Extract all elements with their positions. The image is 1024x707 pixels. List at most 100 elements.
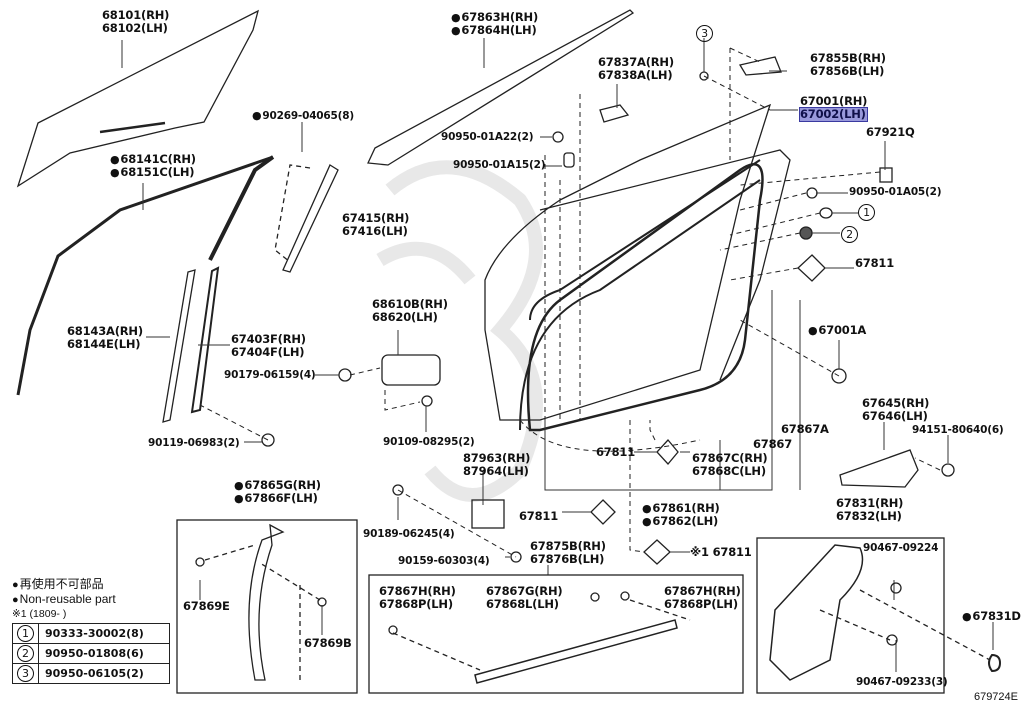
part-number-lh[interactable]: 67876B(LH) (530, 552, 605, 566)
part-label-weatherstrip-67867[interactable]: 67867 (753, 437, 793, 451)
part-label-nut-94151[interactable]: 94151-80640(6) (912, 424, 1004, 436)
part-label-seal-67811-top[interactable]: 67811 (855, 256, 895, 270)
part-label-weatherstrip-67861[interactable]: 67861(RH) 67862(LH) (642, 502, 720, 528)
part-number-lh[interactable]: 67868L(LH) (486, 597, 559, 611)
part-label-cover[interactable]: 67855B(RH) 67856B(LH) (810, 52, 886, 78)
part-label-grommet-67001a[interactable]: 67001A (808, 324, 866, 337)
part-number-lh[interactable]: 67856B(LH) (810, 64, 885, 78)
part-number-lh[interactable]: 67866F(LH) (234, 492, 321, 505)
part-number-lh-highlighted[interactable]: 67002(LH) (798, 107, 869, 122)
part-number-rh[interactable]: 68101(RH) (102, 8, 170, 22)
rear-channel-part[interactable] (282, 164, 339, 273)
door-weatherstrip-part[interactable] (526, 163, 764, 432)
part-label-sash[interactable]: 68143A(RH) 68144E(LH) (67, 325, 143, 351)
part-label-bracket[interactable]: 67837A(RH) 67838A(LH) (598, 56, 674, 82)
part-number-rh[interactable]: 67837A(RH) (598, 55, 674, 69)
part-number-lh[interactable]: 67416(LH) (342, 224, 408, 238)
part-number-lh[interactable]: 68151C(LH) (110, 166, 196, 179)
part-label-seal-67921[interactable]: 67921Q (866, 125, 915, 139)
part-number-lh[interactable]: 67646(LH) (862, 409, 928, 423)
part-label-frame-moulding[interactable]: 67863H(RH) 67864H(LH) (451, 11, 538, 37)
part-number-rh[interactable]: 87963(RH) (463, 451, 531, 465)
part-number-lh[interactable]: 67868P(LH) (664, 597, 738, 611)
part-number-rh[interactable]: 67415(RH) (342, 211, 410, 225)
part-label-door-panel[interactable]: 67001(RH) 67002(LH) (798, 94, 869, 122)
kit-callout-2[interactable]: 2 (841, 226, 858, 243)
part-number-rh[interactable]: 67861(RH) (642, 502, 719, 515)
kit-callout-1[interactable]: 1 (858, 204, 875, 221)
part-label-clip-67867h-left[interactable]: 67867H(RH) 67868P(LH) (379, 585, 456, 611)
part-label-clip-67869e[interactable]: 67869E (183, 599, 230, 613)
part-label-seal-67811-mid[interactable]: 67811 (596, 445, 636, 459)
speaker-part[interactable] (471, 499, 505, 529)
part-label-clip-67867c[interactable]: 67867C(RH) 67868C(LH) (692, 451, 768, 478)
part-label-clip-67869b[interactable]: 67869B (304, 636, 352, 650)
door-glass-part[interactable] (16, 9, 259, 188)
part-label-screw-90467-09224[interactable]: 90467-09224 (863, 542, 939, 554)
part-label-speaker[interactable]: 87963(RH) 87964(LH) (463, 452, 530, 478)
part-label-channel[interactable]: 67403F(RH) 67404F(LH) (231, 333, 306, 359)
kit-part-number[interactable]: 90333-30002(8) (38, 623, 170, 644)
part-number-rh[interactable]: 67867C(RH) (692, 451, 768, 465)
part-label-plug-01a15[interactable]: 90950-01A15(2) (453, 159, 546, 171)
part-label-clip-90269[interactable]: 90269-04065(8) (252, 109, 354, 123)
part-label-seal-67811-low[interactable]: 67811 (519, 509, 559, 523)
part-label-seal-67811-x1[interactable]: ※1 67811 (690, 545, 752, 559)
run-channel-part[interactable] (16, 155, 274, 396)
part-label-rear-channel[interactable]: 67415(RH) 67416(LH) (342, 212, 409, 238)
part-label-weatherstrip-67867a[interactable]: 67867A (781, 422, 829, 436)
part-number-rh[interactable]: 67831(RH) (836, 496, 904, 510)
part-label-regulator[interactable]: 68610B(RH) 68620(LH) (372, 298, 448, 324)
part-label-clip-67867g[interactable]: 67867G(RH) 67868L(LH) (486, 584, 563, 611)
service-hole-cover-part[interactable] (769, 544, 864, 681)
part-number-lh[interactable]: 68620(LH) (372, 310, 438, 324)
part-label-service-cover[interactable]: 67831(RH) 67832(LH) (836, 497, 903, 523)
part-number-lh[interactable]: 67832(LH) (836, 509, 902, 523)
part-label-grommet-67831d[interactable]: 67831D (962, 610, 1021, 623)
frame-moulding-part[interactable] (367, 9, 635, 166)
part-number-lh[interactable]: 67864H(LH) (451, 24, 538, 37)
part-number-rh[interactable]: 67645(RH) (862, 396, 930, 410)
part-label-bolt-90119[interactable]: 90119-06983(2) (148, 437, 240, 449)
part-number-rh[interactable]: 67865G(RH) (234, 479, 321, 492)
part-number-lh[interactable]: 87964(LH) (463, 464, 529, 478)
part-label-plug-01a22[interactable]: 90950-01A22(2) (441, 131, 534, 143)
hinge-cover-part[interactable] (839, 449, 919, 488)
part-label-hinge-cover[interactable]: 67645(RH) 67646(LH) (862, 397, 929, 423)
part-number-rh[interactable]: 67867G(RH) (486, 584, 563, 598)
part-label-glass[interactable]: 68101(RH) 68102(LH) (102, 9, 169, 35)
part-label-screw-90467-09233[interactable]: 90467-09233(3) (856, 676, 948, 688)
part-number-lh[interactable]: 68144E(LH) (67, 337, 141, 351)
part-number-rh[interactable]: 67001(RH) (800, 94, 868, 108)
part-number-rh[interactable]: 67855B(RH) (810, 51, 886, 65)
sash-part[interactable] (162, 269, 196, 423)
part-label-plug-01a05[interactable]: 90950-01A05(2) (849, 186, 942, 198)
part-number-rh[interactable]: 67403F(RH) (231, 332, 306, 346)
channel-part[interactable] (190, 266, 220, 414)
part-label-belt-moulding[interactable]: 67865G(RH) 67866F(LH) (234, 479, 321, 505)
part-number-lh[interactable]: 67838A(LH) (598, 68, 673, 82)
part-number-rh[interactable]: 67867H(RH) (664, 584, 741, 598)
kit-part-number[interactable]: 90950-01808(6) (38, 643, 170, 664)
part-label-bolt-90109[interactable]: 90109-08295(2) (383, 436, 475, 448)
part-label-lower-moulding[interactable]: 67875B(RH) 67876B(LH) (530, 540, 606, 566)
part-number-rh[interactable]: 68141C(RH) (110, 153, 196, 166)
regulator-part[interactable] (381, 354, 441, 386)
part-number-rh[interactable]: 67863H(RH) (451, 11, 538, 24)
part-number-rh[interactable]: 68143A(RH) (67, 324, 143, 338)
part-label-nut-90179[interactable]: 90179-06159(4) (224, 369, 316, 381)
part-number-rh[interactable]: 67875B(RH) (530, 539, 606, 553)
kit-part-number[interactable]: 90950-06105(2) (38, 663, 170, 684)
part-number-lh[interactable]: 67868P(LH) (379, 597, 453, 611)
part-number-lh[interactable]: 68102(LH) (102, 21, 168, 35)
part-number-lh[interactable]: 67404F(LH) (231, 345, 305, 359)
kit-callout-3[interactable]: 3 (696, 25, 713, 42)
part-number-lh[interactable]: 67862(LH) (642, 515, 720, 528)
part-label-clip-67867h-right[interactable]: 67867H(RH) 67868P(LH) (664, 585, 741, 611)
part-number-lh[interactable]: 67868C(LH) (692, 464, 766, 478)
part-number-rh[interactable]: 67867H(RH) (379, 584, 456, 598)
part-label-run-channel[interactable]: 68141C(RH) 68151C(LH) (110, 153, 196, 179)
